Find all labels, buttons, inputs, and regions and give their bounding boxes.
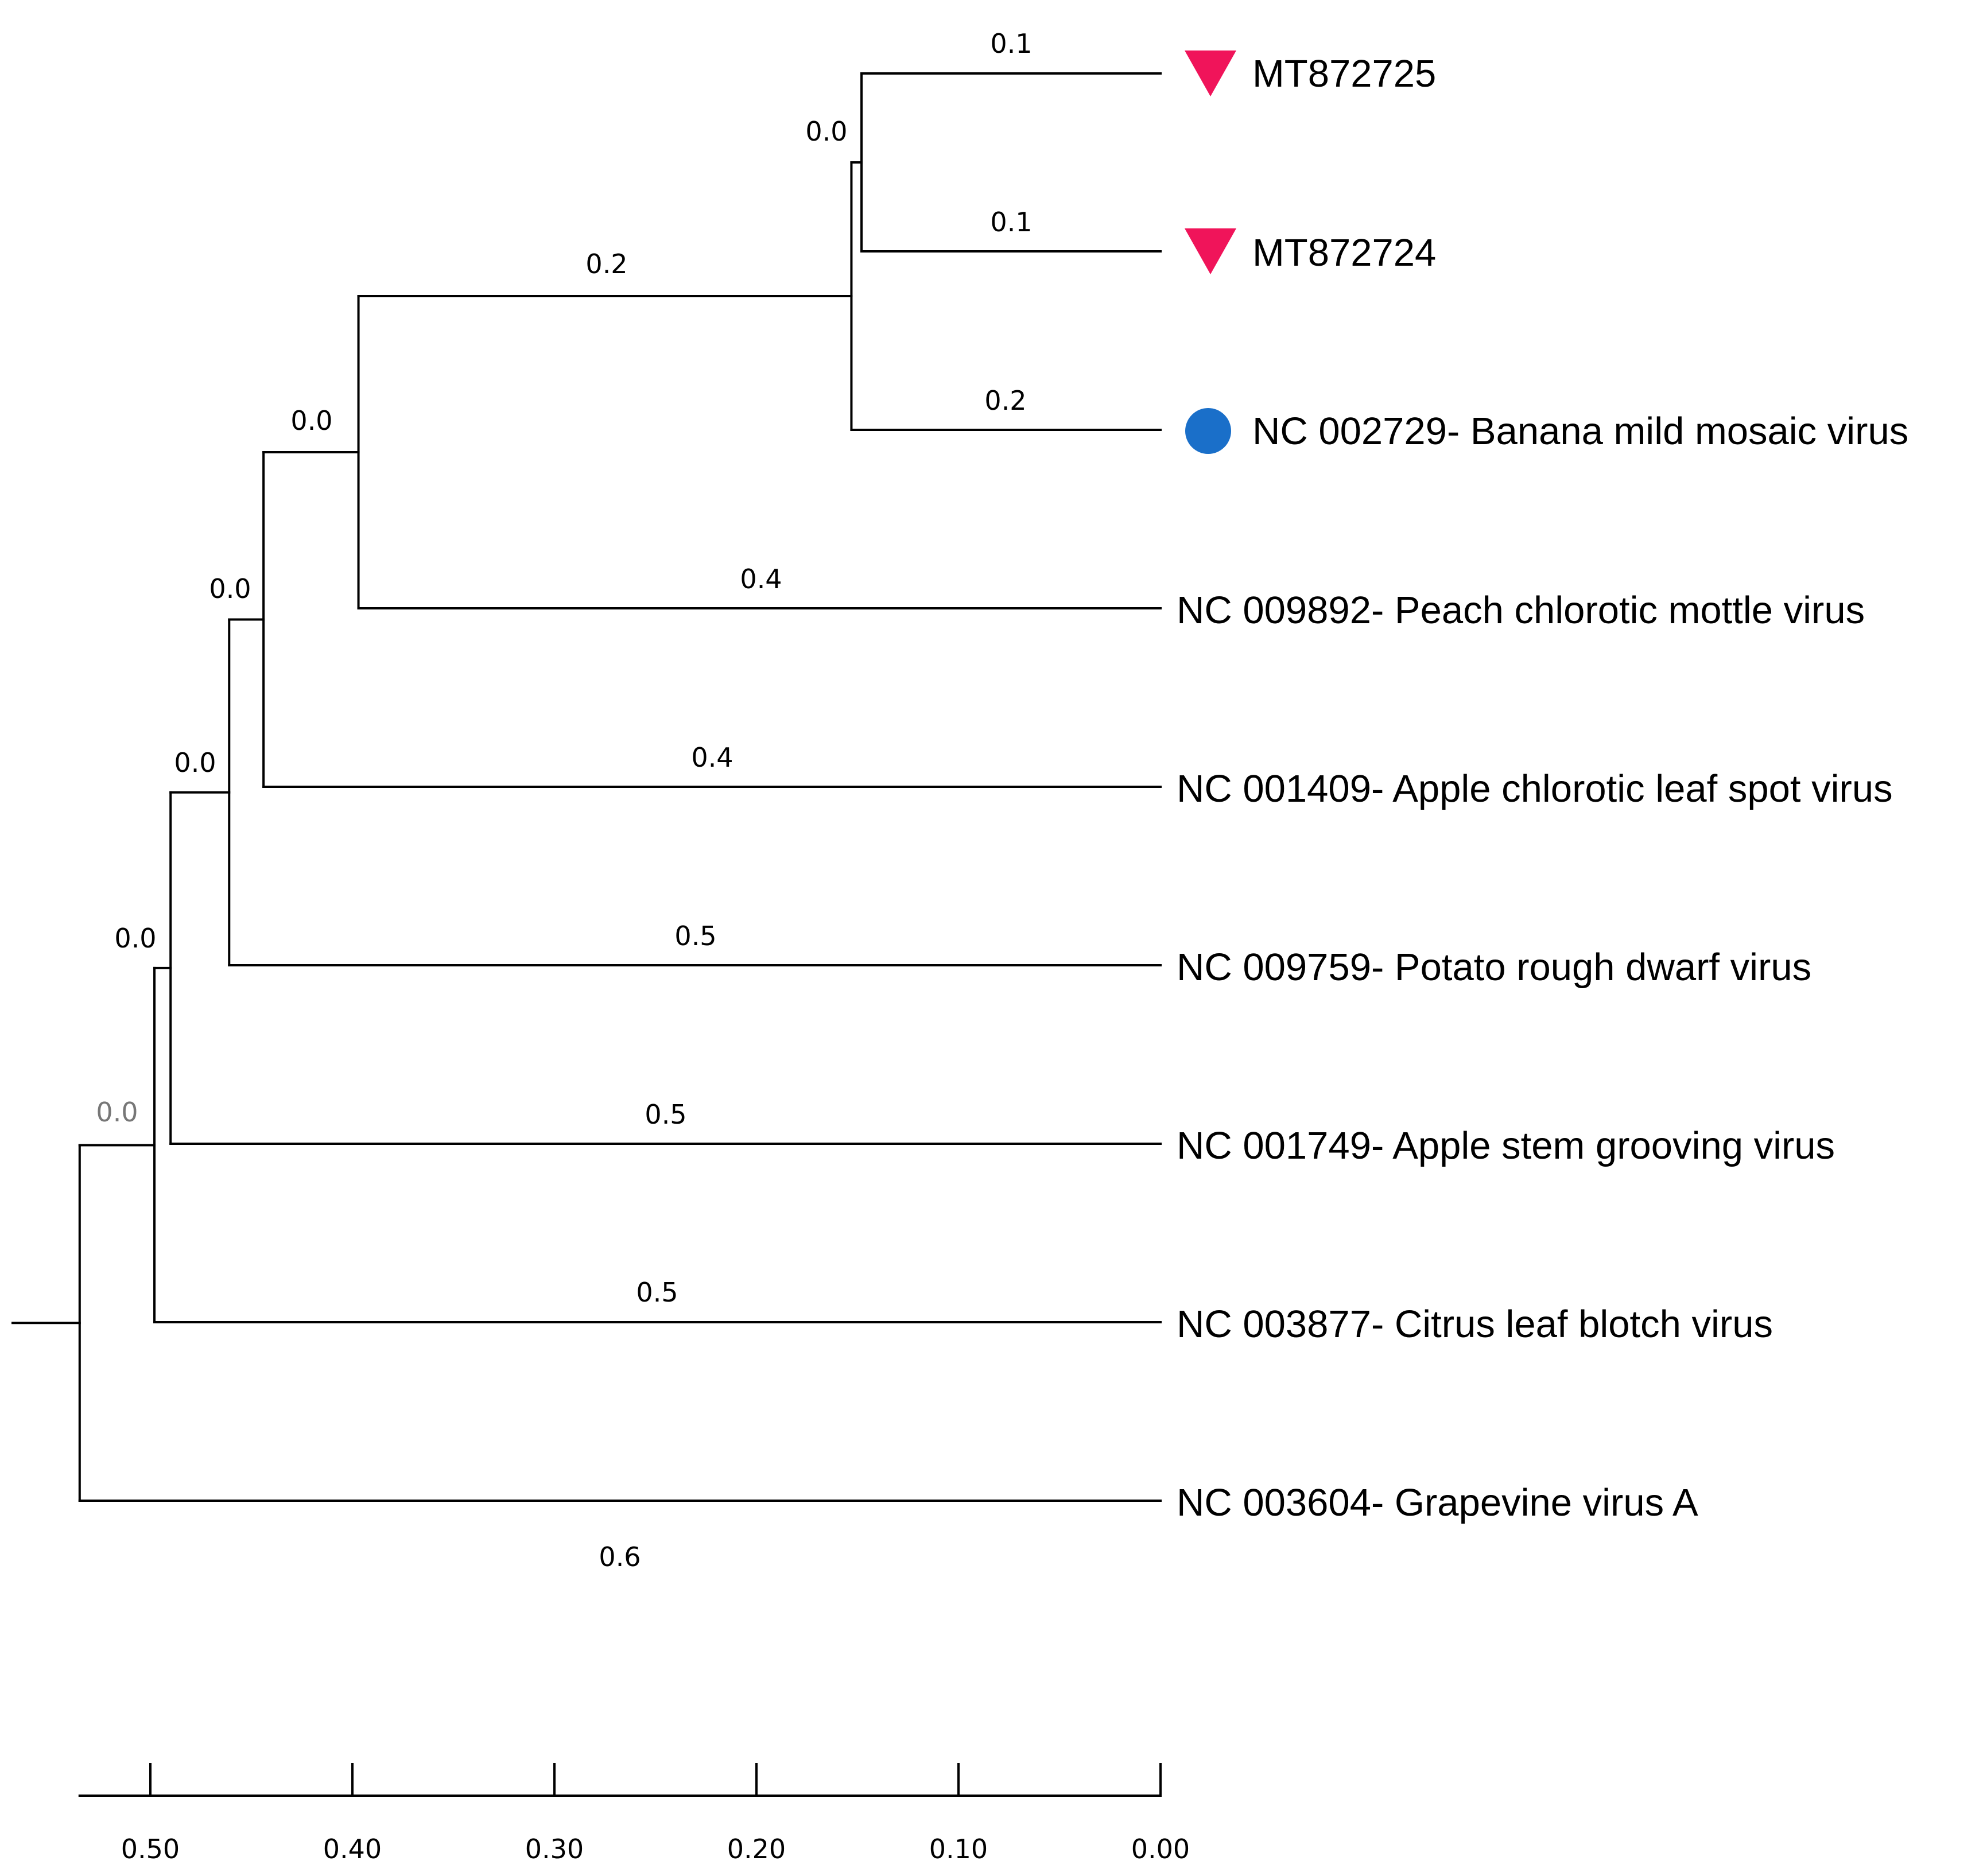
branch-length-label: 0.2 bbox=[585, 248, 627, 279]
tree-branches bbox=[11, 72, 1162, 1502]
pink-triangle-marker-icon bbox=[1185, 51, 1236, 96]
taxon-label: NC 009759- Potato rough dwarf virus bbox=[1177, 946, 1811, 989]
taxon-label: MT872725 bbox=[1252, 52, 1436, 95]
taxon-label: NC 001409- Apple chlorotic leaf spot vir… bbox=[1177, 767, 1893, 810]
branch-length-label: 0.1 bbox=[990, 28, 1032, 59]
pink-triangle-marker-icon bbox=[1185, 228, 1236, 274]
scale-axis: 0.50 0.40 0.30 0.20 0.10 0.00 bbox=[78, 1763, 1190, 1865]
taxon-label: NC 002729- Banana mild mosaic virus bbox=[1252, 410, 1908, 453]
branch-length-label: 0.1 bbox=[990, 207, 1032, 238]
branch-length-label: 0.5 bbox=[645, 1099, 686, 1130]
axis-tick-label: 0.50 bbox=[121, 1834, 180, 1865]
axis-tick-label: 0.10 bbox=[929, 1834, 988, 1865]
taxon-label: NC 003877- Citrus leaf blotch virus bbox=[1177, 1303, 1773, 1346]
branch-length-label: 0.2 bbox=[984, 385, 1026, 416]
branch-length-label: 0.0 bbox=[174, 747, 216, 778]
taxon-label: NC 009892- Peach chlorotic mottle virus bbox=[1177, 589, 1865, 632]
branch-length-label: 0.4 bbox=[740, 564, 782, 595]
blue-circle-marker-icon bbox=[1185, 408, 1231, 454]
taxon-label: MT872724 bbox=[1252, 231, 1436, 274]
axis-tick-label: 0.30 bbox=[525, 1834, 584, 1865]
branch-length-label: 0.0 bbox=[209, 573, 251, 604]
tip-mt872725: MT872725 bbox=[1185, 51, 1436, 96]
axis-tick-label: 0.40 bbox=[323, 1834, 382, 1865]
branch-length-label: 0.5 bbox=[674, 920, 716, 951]
branch-length-label: 0.0 bbox=[114, 923, 156, 954]
branch-length-label: 0.4 bbox=[691, 742, 733, 773]
taxon-label: NC 003604- Grapevine virus A bbox=[1177, 1481, 1698, 1524]
axis-tick-label: 0.00 bbox=[1131, 1834, 1190, 1865]
tip-mt872724: MT872724 bbox=[1185, 228, 1436, 274]
taxon-label: NC 001749- Apple stem grooving virus bbox=[1177, 1124, 1835, 1167]
branch-length-label: 0.0 bbox=[290, 405, 332, 436]
branch-length-label: 0.0 bbox=[96, 1097, 138, 1128]
tip-nc002729: NC 002729- Banana mild mosaic virus bbox=[1185, 408, 1908, 454]
branch-length-label: 0.0 bbox=[805, 116, 847, 147]
branch-length-label: 0.6 bbox=[599, 1541, 641, 1572]
branch-length-label: 0.5 bbox=[636, 1277, 678, 1308]
axis-tick-label: 0.20 bbox=[727, 1834, 786, 1865]
